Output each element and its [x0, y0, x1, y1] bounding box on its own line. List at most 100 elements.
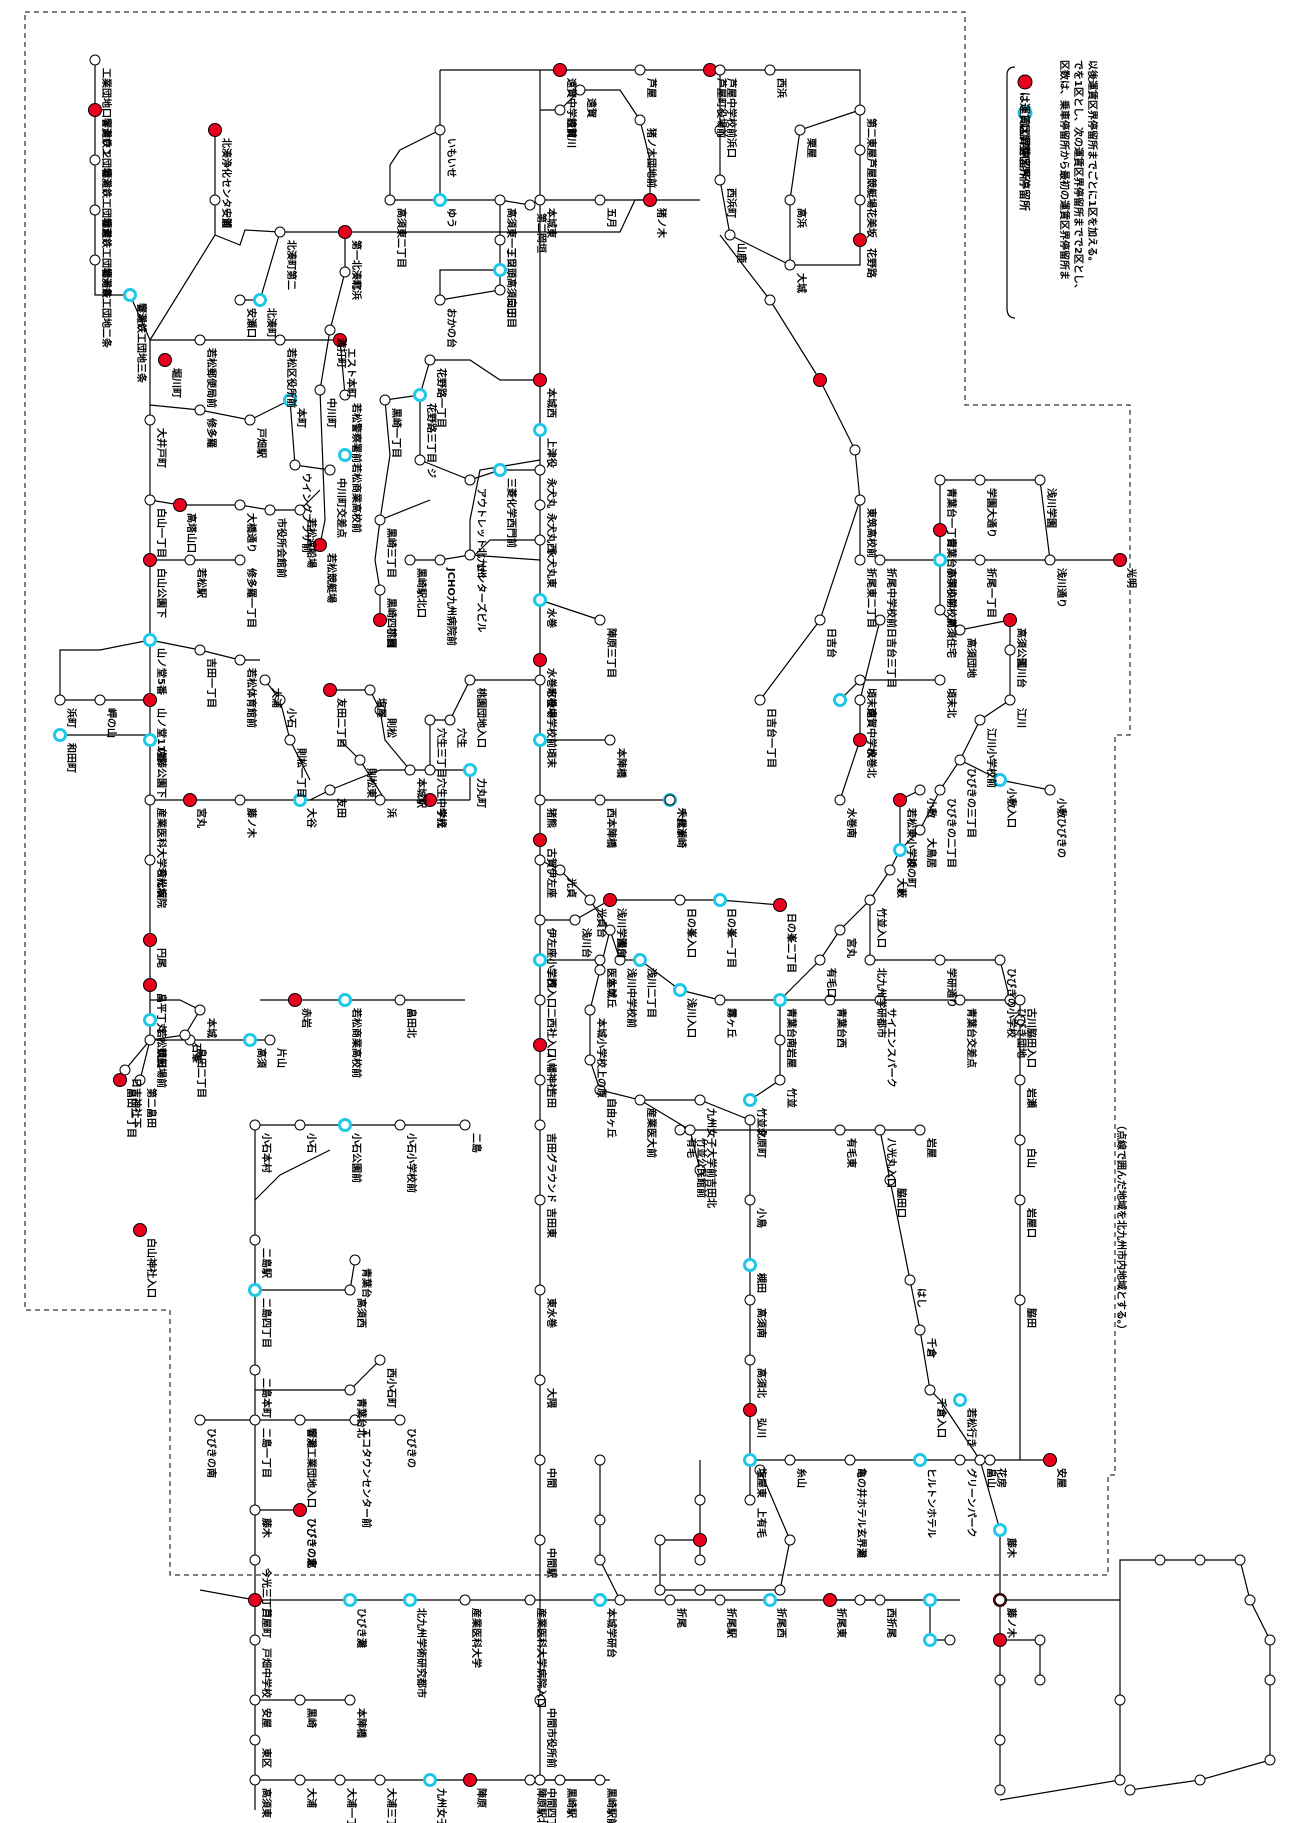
stop-label: 畠田二丁目 [195, 1048, 208, 1098]
bus-stop [784, 1454, 796, 1466]
stop-label: 五月 [605, 208, 617, 228]
route-line [1119, 1559, 1271, 1680]
stop-label: 竹並公民館前 [695, 1137, 708, 1198]
bus-stop [634, 1094, 646, 1106]
route-line [790, 240, 861, 266]
stop-label: 水巻中学校前 [545, 687, 558, 748]
bus-stop [714, 174, 726, 186]
stop-label: ひびきの東 [305, 1518, 318, 1568]
bus-stop [834, 1124, 846, 1136]
adjust-boundary-stop [913, 1453, 927, 1467]
stop-label: 安瀬 [220, 208, 233, 228]
fare-boundary-stop [323, 683, 337, 697]
fare-boundary-stop [533, 373, 547, 387]
stop-label: 水巻南 [845, 807, 858, 838]
stop-label: 塩屋東 [755, 1468, 768, 1498]
stop-label: 小石小学校前 [405, 1132, 418, 1193]
bus-stop [914, 1124, 926, 1136]
fare-boundary-stop [603, 893, 617, 907]
route-line [389, 129, 441, 201]
bus-stop [594, 1084, 606, 1096]
bus-stop [249, 1554, 261, 1566]
route-line [749, 1000, 781, 1101]
bus-stop [534, 1119, 546, 1131]
route-line [939, 1399, 1001, 1600]
stop-label: 石峯 [190, 1042, 203, 1064]
stop-label: 八光丸入口 [885, 1137, 898, 1188]
bus-stop [324, 784, 336, 796]
fare-boundary-stop [533, 833, 547, 847]
stop-label: 二島 [470, 1133, 483, 1153]
stop-label: 穴生 [455, 728, 468, 748]
bus-stop [1264, 1634, 1276, 1646]
bus-stop [974, 474, 986, 486]
bus-stop [534, 994, 546, 1006]
bus-stop [284, 734, 296, 746]
adjust-boundary-stop [923, 1633, 937, 1647]
stop-label: 藤木 [260, 1518, 273, 1539]
stop-label: 水巻北 [865, 747, 878, 778]
stop-label: 安屋 [1055, 1468, 1068, 1488]
stop-label: 小敷 [925, 797, 938, 819]
stop-label: 黒崎一丁目 [390, 408, 403, 458]
fare-boundary-stop [933, 523, 947, 537]
stop-label: 猪熊 [545, 807, 558, 828]
bus-stop [604, 734, 616, 746]
bus-stop [249, 1694, 261, 1706]
stop-label: 永犬丸東 [545, 547, 558, 588]
stop-label: 高須公園 [1015, 628, 1028, 668]
adjust-boundary-stop [293, 793, 307, 807]
stop-label: 脇田入口 [1025, 1028, 1038, 1068]
stop-label: 西浜 [775, 78, 788, 98]
stop-label: 小敷ひびきの [1055, 797, 1068, 858]
bus-stop [534, 464, 546, 476]
bus-stop [874, 994, 886, 1006]
bus-stop [434, 294, 446, 306]
stop-label: 陣原三丁目 [605, 628, 618, 678]
stop-label: 白山神社入口 [145, 1238, 158, 1298]
bus-stop [854, 144, 866, 156]
stop-label: 日の峯一丁目 [725, 908, 738, 968]
stop-label: 桃園 [385, 628, 398, 648]
stop-label: 日吉台一丁目 [765, 708, 778, 768]
stop-label: 折尾駅 [725, 1608, 738, 1639]
route-line [540, 899, 781, 921]
adjust-boundary-stop [243, 1033, 257, 1047]
stop-label: 折尾中学校前 [885, 568, 898, 628]
bus-stop [524, 1774, 536, 1786]
stop-label: 北湊町 [265, 308, 278, 338]
fare-boundary-stop [1113, 553, 1127, 567]
bus-stop [674, 1124, 686, 1136]
stop-label: エコタウンセンター前 [360, 1428, 373, 1528]
bus-stop [294, 1774, 306, 1786]
bus-stop [884, 1174, 896, 1186]
stop-label: 芦屋 [645, 78, 658, 98]
stop-label: 中間四丁目 [545, 1788, 558, 1823]
bus-stop [249, 1634, 261, 1646]
fare-boundary-stop [463, 1773, 477, 1787]
bus-stop [784, 1534, 796, 1546]
legend-bracket [1006, 66, 1016, 319]
stop-label: 西本陣橋 [605, 808, 618, 849]
bus-stop [194, 404, 206, 416]
bus-stop [934, 784, 946, 796]
stop-label: 青葉台交差点 [965, 1008, 978, 1068]
stop-label: 永犬丸 [545, 477, 558, 509]
stop-label: 二西 [545, 968, 557, 988]
stop-label: ウイングプラザ前 [300, 473, 313, 553]
bus-stop [424, 354, 436, 366]
stop-label: 大隈 [545, 1388, 558, 1409]
legend-red-text: は運賃区界停留所 [1018, 92, 1032, 180]
stop-label: 山鹿 [735, 243, 748, 263]
stop-label: 若松商業高校前 [350, 462, 363, 533]
bus-stop [934, 954, 946, 966]
bus-stop [814, 614, 826, 626]
fare-boundary-stop [1043, 1453, 1057, 1467]
bus-stop [1264, 1754, 1276, 1766]
stop-label: 頓田 [155, 1048, 168, 1068]
bus-stop [1264, 1674, 1276, 1686]
fare-boundary-stop [208, 123, 222, 137]
fare-boundary-stop [248, 1593, 262, 1607]
adjust-boundary-stop [338, 993, 352, 1007]
